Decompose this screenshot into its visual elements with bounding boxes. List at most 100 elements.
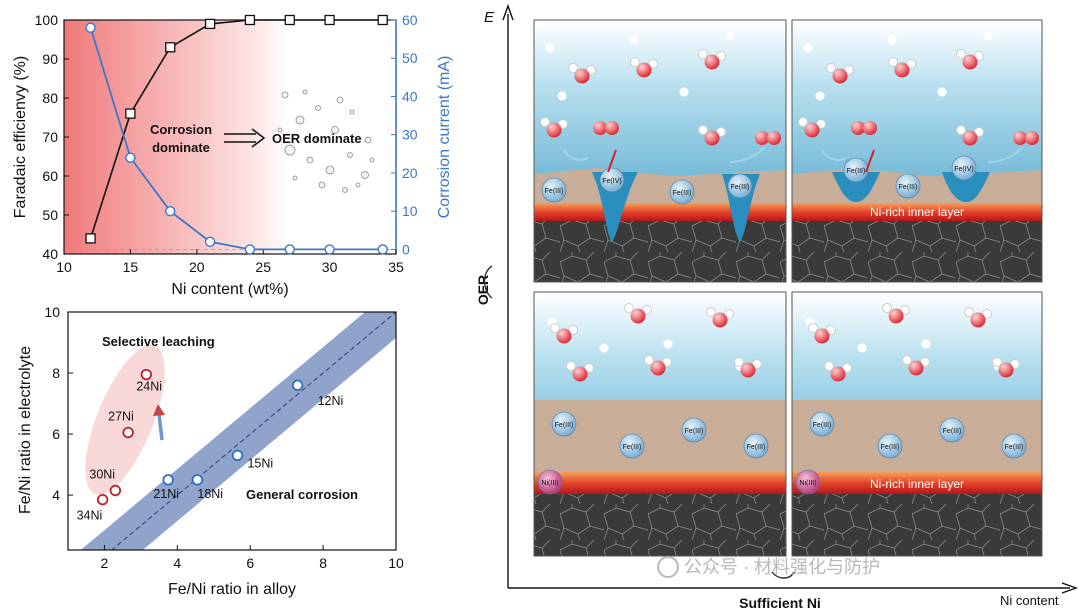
panel-border [533, 291, 787, 557]
selective-leaching-region [85, 345, 165, 495]
x-tick-label: 20 [189, 259, 205, 275]
metal-substrate [534, 221, 786, 282]
fe-ion: Fe(III) [809, 411, 835, 437]
data-point-34ni [96, 493, 109, 506]
y-right-tick-label: 40 [402, 88, 418, 104]
data-label-18ni: 18Ni [197, 487, 223, 501]
small-bubble [937, 87, 947, 97]
hydrogen-atom [734, 357, 744, 367]
corrosion-current-point [85, 22, 96, 33]
bubble [336, 96, 344, 104]
y-right-tick-label: 0 [402, 241, 410, 257]
data-point-24ni [140, 368, 153, 381]
ion-sphere [1001, 433, 1027, 459]
oxygen-atom [814, 328, 830, 344]
ion-label: Fe(III) [943, 428, 962, 435]
bubbles-illustration [277, 89, 375, 193]
bubble [355, 182, 361, 188]
oxygen-atom [704, 130, 720, 146]
ion-sphere [877, 433, 903, 459]
ion-label: Fe(III) [731, 184, 750, 191]
corrosion-current-point [204, 236, 216, 247]
inner-layer-label: Ni-rich inner layer [870, 477, 964, 491]
fe-ion: Fe(IV) [599, 167, 625, 193]
y-axis-label: Fe/Ni ratio in electrolyte [17, 346, 34, 514]
bubble [292, 175, 298, 181]
data-label-12ni: 12Ni [318, 394, 344, 408]
ion-label: Ni(III) [541, 480, 558, 487]
hydrogen-atom [550, 323, 560, 333]
corrosion-current-point [284, 244, 295, 255]
oxygen-atom [962, 130, 978, 146]
corrosion-current-point [165, 205, 176, 217]
oxygen-atom [755, 131, 769, 145]
water-molecule [624, 303, 652, 324]
bubble [277, 127, 283, 133]
small-bubble [983, 31, 993, 41]
x-tick-label: 30 [322, 259, 338, 275]
y-left-tick-label: 90 [42, 51, 58, 67]
oxygen-atom [1025, 131, 1039, 145]
ion-sphere [951, 155, 977, 181]
ion-sphere [599, 167, 625, 193]
ni-rich-layer [534, 203, 786, 221]
ion-label: Fe(III) [685, 428, 704, 435]
watermark-text: 公众号 · 材料强化与防护 [684, 557, 880, 577]
small-bubble [921, 339, 931, 349]
oxygen-atom [970, 312, 986, 328]
ion-sphere [551, 411, 577, 437]
small-bubble [545, 43, 555, 53]
hydrogen-atom [956, 125, 966, 135]
fe-ion: Fe(III) [541, 177, 567, 203]
general-corrosion-title: General corrosion [246, 487, 358, 502]
bubble [281, 91, 289, 99]
water-molecule [964, 307, 992, 328]
oxygen-atom [962, 54, 978, 70]
bubble [331, 126, 339, 134]
faradaic-efficiency-point [284, 14, 295, 26]
oxygen-atom [863, 121, 877, 135]
oxygen-atom [593, 121, 607, 135]
oxygen-molecule [851, 121, 877, 135]
data-label-30ni: 30Ni [89, 468, 115, 482]
annotation-oer: OER dominate [272, 131, 362, 146]
ion-sphere [619, 433, 645, 459]
ion-label: Fe(III) [623, 444, 642, 451]
corrosion-pit [592, 172, 638, 242]
ni-ion: Ni(III) [537, 469, 563, 495]
hydrogen-atom [566, 361, 576, 371]
oer-label: OER [475, 275, 491, 305]
y-left-tick-label: 80 [42, 90, 58, 106]
oxygen-molecule [1013, 131, 1039, 145]
y-left-tick-label: 60 [42, 168, 58, 184]
hydrogen-atom [956, 49, 966, 59]
panel-border [791, 291, 1043, 557]
fe-ion: Fe(III) [1001, 433, 1027, 459]
ion-sphere [669, 179, 695, 205]
shallow-pit [832, 172, 880, 202]
oxygen-atom [704, 54, 720, 70]
x-axis-label: Ni content (wt%) [171, 281, 288, 298]
shallow-pit [942, 172, 990, 202]
bubble [325, 165, 335, 175]
y-axis-arrow-icon [502, 3, 514, 21]
bubble [361, 171, 369, 179]
ion-label: Fe(III) [881, 444, 900, 451]
data-label-21ni: 21Ni [153, 487, 179, 501]
y-right-tick-label: 10 [402, 203, 418, 219]
x-tick-label: 4 [173, 555, 181, 571]
schematic-panel-2: Fe(III)Fe(III)Fe(IV)Ni-rich inner layer [791, 19, 1043, 283]
water-molecule [956, 49, 984, 70]
oxygen-atom [650, 360, 666, 376]
double-arrow-icon [224, 128, 266, 148]
x-tick-label: 2 [101, 555, 109, 571]
fe-ion: Fe(III) [551, 411, 577, 437]
bubble [302, 89, 308, 95]
small-bubble [725, 31, 735, 41]
ion-label: Fe(IV) [602, 178, 621, 185]
water-molecule [826, 63, 854, 84]
y-right-tick-label: 30 [402, 127, 418, 143]
oxygen-atom [998, 362, 1014, 378]
